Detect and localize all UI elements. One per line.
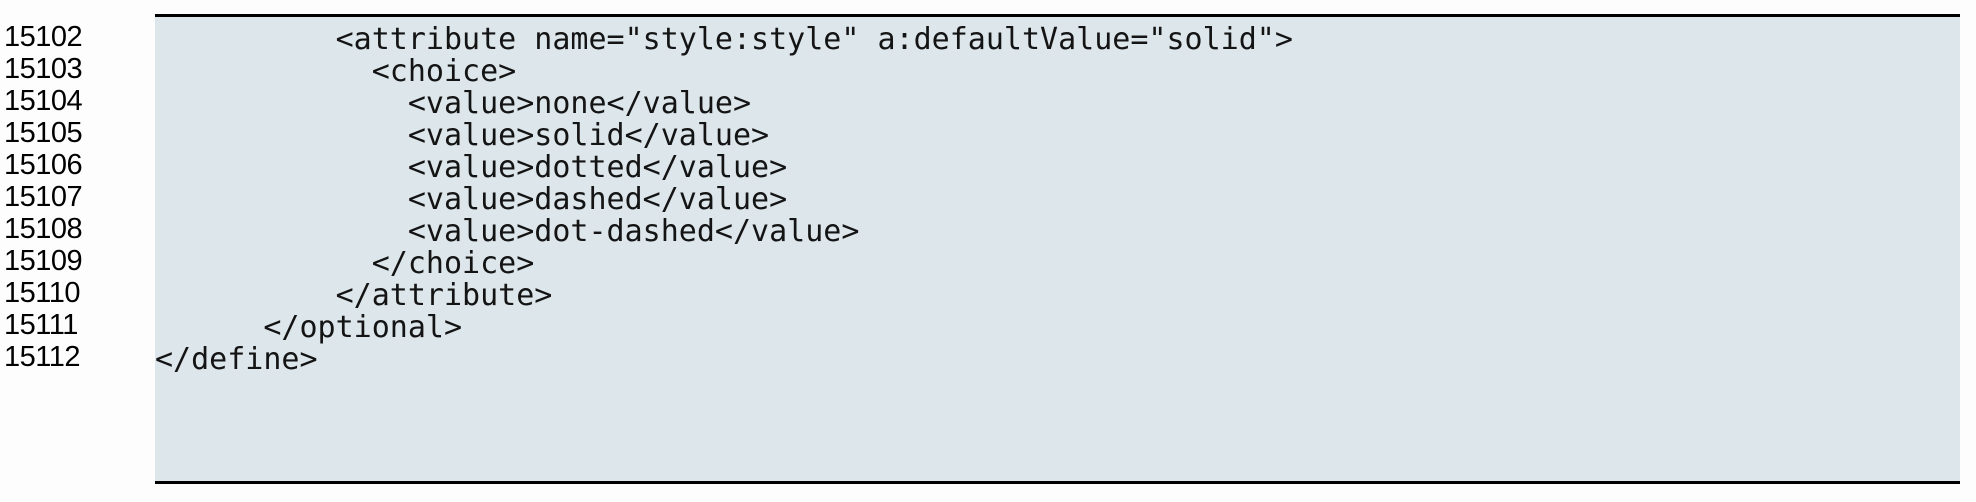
- line-number: 15108: [4, 213, 83, 245]
- line-number: 15103: [4, 53, 83, 85]
- code-line: </optional>: [155, 310, 463, 345]
- line-number-gutter: 15102 15103 15104 15105 15106 15107 1510…: [0, 14, 130, 484]
- code-line: <value>solid</value>: [155, 118, 770, 153]
- code-line: <value>dotted</value>: [155, 150, 788, 185]
- line-number: 15107: [4, 181, 83, 213]
- code-line: <value>none</value>: [155, 86, 752, 121]
- line-number: 15104: [4, 85, 83, 117]
- code-line: </define>: [155, 342, 318, 377]
- line-number: 15112: [4, 341, 81, 373]
- line-number: 15106: [4, 149, 83, 181]
- code-line: <attribute name="style:style" a:defaultV…: [155, 22, 1293, 57]
- line-number: 15110: [4, 277, 81, 309]
- code-line: <choice>: [155, 54, 517, 89]
- line-number: 15102: [4, 21, 83, 53]
- code-line: </choice>: [155, 246, 535, 281]
- code-line: <value>dot-dashed</value>: [155, 214, 860, 249]
- line-number: 15109: [4, 245, 83, 277]
- code-line: </attribute>: [155, 278, 553, 313]
- code-line: <value>dashed</value>: [155, 182, 788, 217]
- line-number: 15111: [4, 309, 78, 341]
- code-block[interactable]: <attribute name="style:style" a:defaultV…: [155, 14, 1960, 484]
- line-number: 15105: [4, 117, 83, 149]
